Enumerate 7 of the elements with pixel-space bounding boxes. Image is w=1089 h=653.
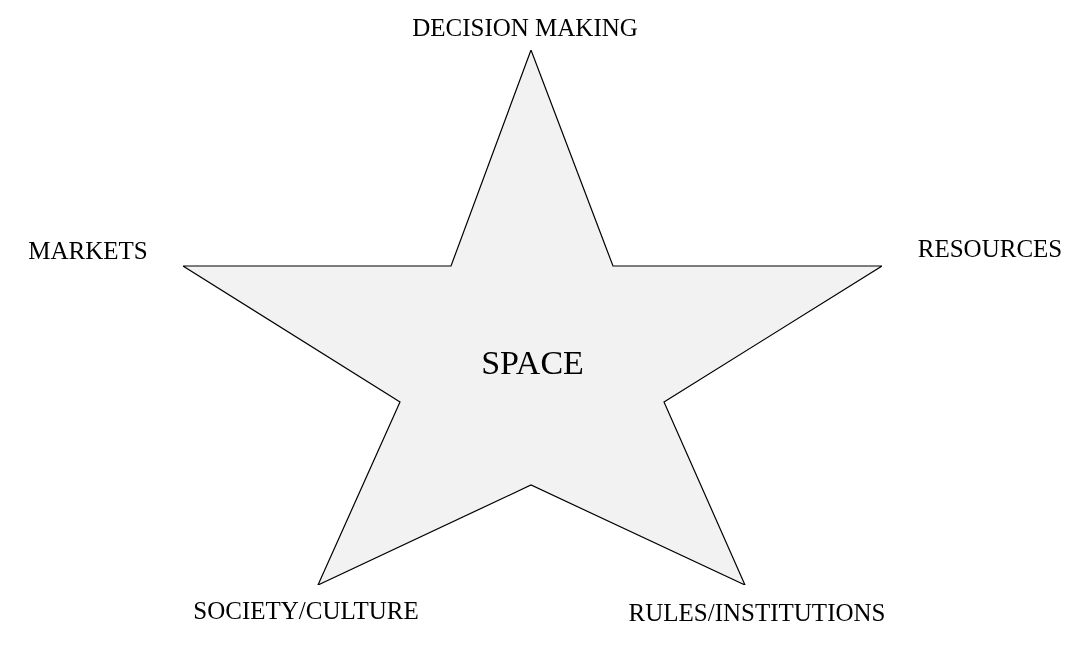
node-label: SPACE: [481, 345, 584, 380]
tip-label: MARKETS: [28, 237, 148, 263]
tip-label: SOCIETY/CULTURE: [193, 597, 419, 623]
star-shape: [183, 50, 882, 585]
tip-label: DECISION MAKING: [412, 14, 638, 40]
tip-label: RESOURCES: [917, 235, 1063, 261]
tip-label: RULES/INSTITUTIONS: [628, 599, 886, 625]
